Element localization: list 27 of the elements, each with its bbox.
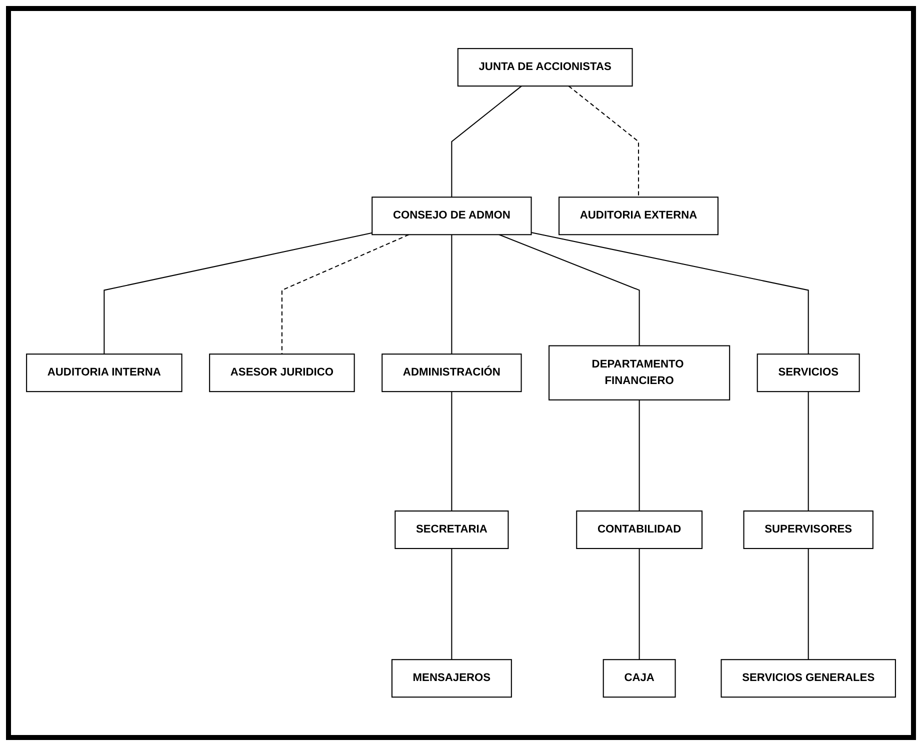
node-box [720, 659, 896, 698]
node-box [558, 196, 718, 236]
node-box [382, 354, 522, 392]
node-box [756, 354, 860, 392]
node-box [602, 659, 676, 698]
node-box [394, 510, 509, 550]
connector [808, 392, 809, 512]
connector [531, 232, 809, 354]
node-box [576, 510, 703, 550]
connector [638, 400, 640, 512]
connector [638, 548, 640, 660]
connector [104, 232, 372, 354]
connector [451, 86, 522, 198]
node-box [457, 48, 633, 87]
node-box [743, 510, 874, 550]
node-box [372, 196, 532, 236]
connector [451, 234, 452, 354]
node-box [548, 345, 730, 401]
connector [451, 548, 452, 660]
connector [451, 392, 452, 512]
connector [498, 234, 640, 346]
connector [808, 548, 809, 660]
connector [568, 86, 640, 198]
org-chart: JUNTA DE ACCIONISTAS CONSEJO DE ADMON AUDITORIA EXTERNA AUDITORIA INTERNA ASESOR JURIDICO ADMINISTRACIÓN DEPARTAMENTO FINANCIERO SERVICIOS SECRETARIA CONTABILIDAD SUPERVISORES MENSAJEROS CAJA SERVICIOS GENERALES [21, 43, 901, 703]
node-box [209, 354, 355, 392]
node-box [391, 659, 512, 698]
node-box [26, 354, 182, 392]
